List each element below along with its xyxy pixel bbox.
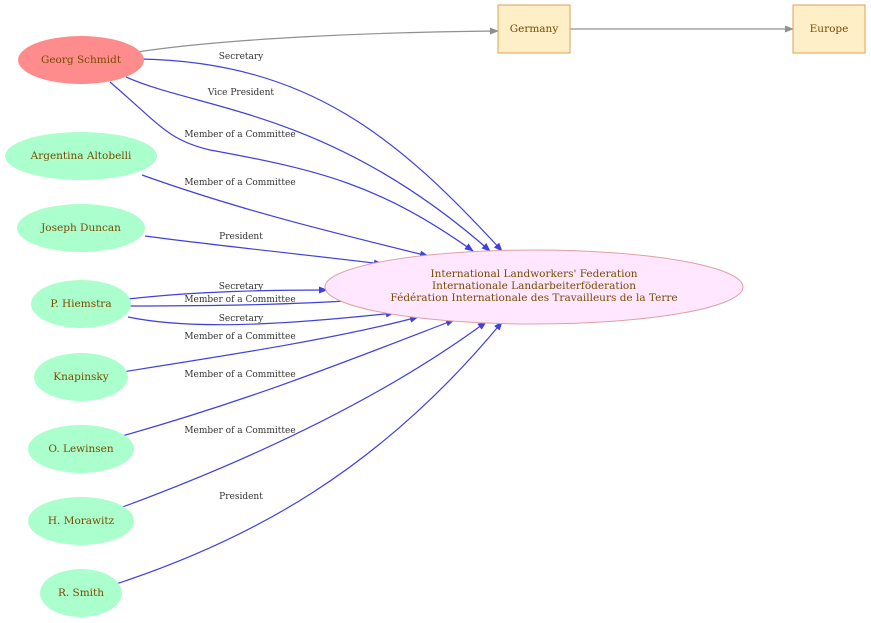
- node-label: Georg Schmidt: [41, 54, 122, 66]
- node-knapinsky[interactable]: Knapinsky: [34, 353, 128, 401]
- edge-labels: Secretary Vice President Member of a Com…: [184, 52, 295, 502]
- node-argentina-altobelli[interactable]: Argentina Altobelli: [5, 132, 157, 180]
- node-label: P. Hiemstra: [50, 298, 111, 310]
- node-europe[interactable]: Europe: [792, 4, 866, 54]
- edge-smith-president: [115, 321, 503, 585]
- edge-duncan-president: [144, 235, 383, 267]
- edges: [109, 25, 794, 585]
- edge-label: Secretary: [219, 282, 264, 292]
- edge-hiemstra-committee: [129, 296, 361, 307]
- edge-label: Secretary: [219, 314, 264, 324]
- federation-name-english: International Landworkers' Federation: [430, 268, 637, 280]
- node-label: O. Lewinsen: [48, 443, 114, 455]
- edge-label: Member of a Committee: [184, 332, 295, 342]
- edge-label: Vice President: [207, 88, 275, 98]
- edge-knapinsky-committee: [121, 315, 419, 373]
- edge-label: Member of a Committee: [184, 370, 295, 380]
- node-label: Germany: [510, 23, 559, 35]
- node-label: Europe: [810, 23, 849, 35]
- edge-schmidt-committee: [109, 81, 474, 252]
- node-label: H. Morawitz: [48, 515, 115, 527]
- edge-label: Member of a Committee: [184, 178, 295, 188]
- edge-schmidt-vice-president: [125, 76, 491, 252]
- edge-label: Member of a Committee: [184, 295, 295, 305]
- edge-schmidt-secretary: [139, 58, 503, 252]
- edge-hiemstra-secretary-2: [127, 310, 395, 326]
- node-joseph-duncan[interactable]: Joseph Duncan: [17, 204, 145, 252]
- node-label: Knapinsky: [53, 371, 108, 383]
- edge-altobelli-committee: [141, 174, 429, 258]
- node-georg-schmidt[interactable]: Georg Schmidt: [18, 36, 144, 84]
- federation-name-german: Internationale Landarbeiterföderation: [432, 280, 636, 292]
- edge-label: President: [219, 492, 263, 502]
- node-label: R. Smith: [58, 587, 104, 599]
- federation-name-french: Fédération Internationale des Travailleu…: [390, 292, 677, 304]
- node-label: Argentina Altobelli: [30, 150, 132, 162]
- node-label: Joseph Duncan: [40, 222, 121, 234]
- node-germany[interactable]: Germany: [497, 4, 571, 54]
- edge-label: Member of a Committee: [184, 130, 295, 140]
- edge-morawitz-committee: [119, 321, 487, 509]
- edge-schmidt-germany: [136, 27, 499, 53]
- edge-label: Secretary: [219, 52, 264, 62]
- edge-label: President: [219, 232, 263, 242]
- node-p-hiemstra[interactable]: P. Hiemstra: [31, 280, 131, 328]
- node-r-smith[interactable]: R. Smith: [40, 569, 122, 617]
- edge-hiemstra-secretary-1: [127, 286, 328, 300]
- node-international-landworkers-federation[interactable]: International Landworkers' Federation In…: [324, 249, 744, 325]
- node-h-morawitz[interactable]: H. Morawitz: [28, 497, 134, 545]
- edge-lewinsen-committee: [121, 319, 455, 437]
- node-o-lewinsen[interactable]: O. Lewinsen: [28, 425, 134, 473]
- edge-label: Member of a Committee: [184, 426, 295, 436]
